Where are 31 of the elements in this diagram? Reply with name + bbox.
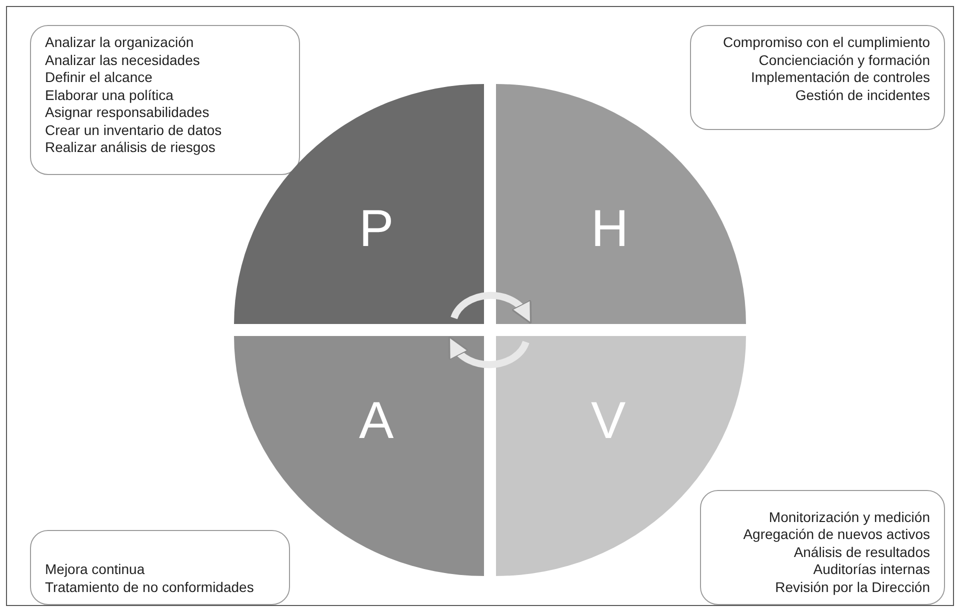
list-item-text: Asignar responsabilidades (45, 104, 210, 122)
text-panel (700, 490, 945, 605)
list-item-text: Revisión por la Dirección (775, 578, 930, 596)
list-item-text: Mejora continua (45, 561, 145, 578)
quadrant-segment (496, 84, 746, 324)
quadrant-letter: P (359, 199, 394, 259)
list-item-text: Tratamiento de no conformidades (45, 578, 254, 596)
text-panel (690, 25, 945, 130)
list-item-text: Implementación de controles (751, 69, 930, 86)
list-item-text: Gestión de incidentes (795, 86, 930, 104)
list-item-text: Realizar análisis de riesgos (45, 139, 216, 156)
list-item-text: Auditorías internas (813, 561, 930, 578)
quadrant-segment (234, 84, 484, 324)
list-item-text: Monitorización y medición (768, 508, 930, 526)
list-item-text: Analizar las necesidades (45, 52, 200, 69)
list-item-text: Compromiso con el cumplimiento (723, 34, 930, 52)
cycle-arrow (450, 292, 532, 324)
list-item-text: Definir el alcance (45, 69, 152, 86)
list-item-text: Agregación de nuevos activos (743, 526, 930, 544)
text-panel (30, 530, 290, 605)
cycle-arrow (448, 336, 530, 368)
quadrant-letter: V (591, 391, 626, 451)
list-item-text: Análisis de resultados (794, 544, 930, 561)
list-item-text: Concienciación y formación (758, 52, 930, 69)
list-item-text: Elaborar una política (45, 86, 174, 104)
quadrant-segment (234, 336, 484, 576)
list-item-text: Crear un inventario de datos (45, 122, 222, 139)
quadrant-letter: A (359, 391, 394, 451)
text-panel (30, 25, 300, 175)
quadrant-letter: H (591, 199, 629, 259)
list-item-text: Analizar la organización (45, 34, 194, 52)
